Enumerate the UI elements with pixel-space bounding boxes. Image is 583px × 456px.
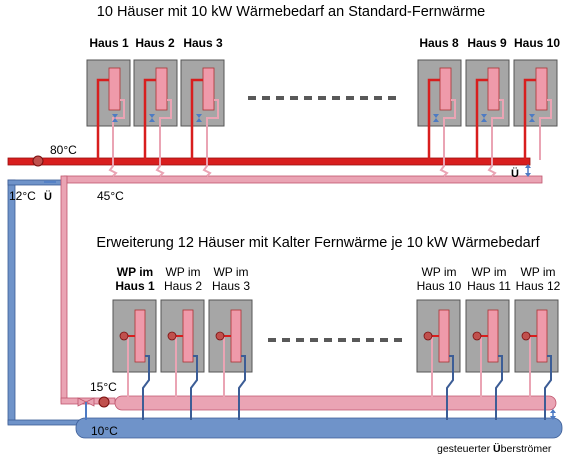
heat-pump-icon xyxy=(215,331,225,341)
top-house xyxy=(133,59,178,160)
bottom-house-label-line2: Haus 12 xyxy=(516,279,561,293)
supply-temp: 80°C xyxy=(50,143,77,157)
cold-temp: 10°C xyxy=(91,424,118,438)
bottom-house xyxy=(416,299,461,420)
cold-feed-pipe xyxy=(7,179,16,425)
top-house-label: Haus 9 xyxy=(467,36,507,50)
footnote-prefix: gesteuerter xyxy=(437,443,493,455)
top-house-label: Haus 1 xyxy=(89,36,129,50)
bottom-title: Erweiterung 12 Häuser mit Kalter Fernwär… xyxy=(96,235,540,251)
supply-pipe xyxy=(7,157,531,166)
top-house-label: Haus 8 xyxy=(419,36,459,50)
bottom-house xyxy=(112,299,157,420)
heat-pump-icon xyxy=(119,331,129,341)
bottom-house-label-line2: Haus 10 xyxy=(417,279,462,293)
top-title: 10 Häuser mit 10 kW Wärmebedarf an Stand… xyxy=(97,4,485,20)
left-overflow-label: Ü xyxy=(44,190,52,203)
bottom-house-label-line1: WP im xyxy=(520,265,555,279)
cold-network-pipe xyxy=(75,417,563,439)
bottom-house xyxy=(160,299,205,420)
bottom-dashes xyxy=(268,338,402,342)
bottom-house xyxy=(465,299,510,420)
return-connections xyxy=(108,160,497,177)
top-dashes xyxy=(248,96,396,100)
mixing-valve-icon xyxy=(77,397,87,407)
top-house-label: Haus 10 xyxy=(514,36,560,50)
top-house xyxy=(417,59,462,160)
bottom-house-label-line2: Haus 2 xyxy=(164,279,202,293)
pump-icon xyxy=(32,155,44,167)
top-house xyxy=(513,59,558,160)
top-house xyxy=(465,59,510,160)
top-house xyxy=(180,59,225,160)
bottom-house-label-line1: WP im xyxy=(165,265,200,279)
pump-icon xyxy=(98,396,110,408)
heat-pump-icon xyxy=(167,331,177,341)
heat-pump-icon xyxy=(472,331,482,341)
bottom-house xyxy=(208,299,253,420)
bottom-house-label-line2: Haus 11 xyxy=(467,279,511,293)
bottom-house-label-line1: WP im xyxy=(117,265,153,279)
bottom-house-label-line1: WP im xyxy=(471,265,506,279)
warm-network-pipe xyxy=(114,395,557,411)
bottom-house xyxy=(514,299,559,420)
return-temp: 45°C xyxy=(97,189,124,203)
bottom-house-labels: WP im Haus 1 xyxy=(115,265,155,293)
footnote-bold: Ü xyxy=(493,442,501,455)
feed-temp: 12°C xyxy=(9,189,36,203)
heat-pump-icon xyxy=(521,331,531,341)
bottom-house-label-line2: Haus 1 xyxy=(115,279,155,293)
top-overflow-label: Ü xyxy=(511,167,519,180)
bottom-house-label-line1: WP im xyxy=(421,265,456,279)
top-house xyxy=(86,59,131,160)
return-descent-pipe xyxy=(60,175,68,403)
heat-pump-icon xyxy=(423,331,433,341)
top-house-label: Haus 2 xyxy=(135,36,175,50)
bottom-house-label-line1: WP im xyxy=(213,265,248,279)
top-house-label: Haus 3 xyxy=(183,36,223,50)
footnote: gesteuerter Überströmer xyxy=(437,442,552,455)
return-pipe xyxy=(63,175,543,184)
bottom-house-label-line2: Haus 3 xyxy=(212,279,250,293)
warm-temp: 15°C xyxy=(90,380,117,394)
footnote-suffix: berströmer xyxy=(501,443,552,455)
